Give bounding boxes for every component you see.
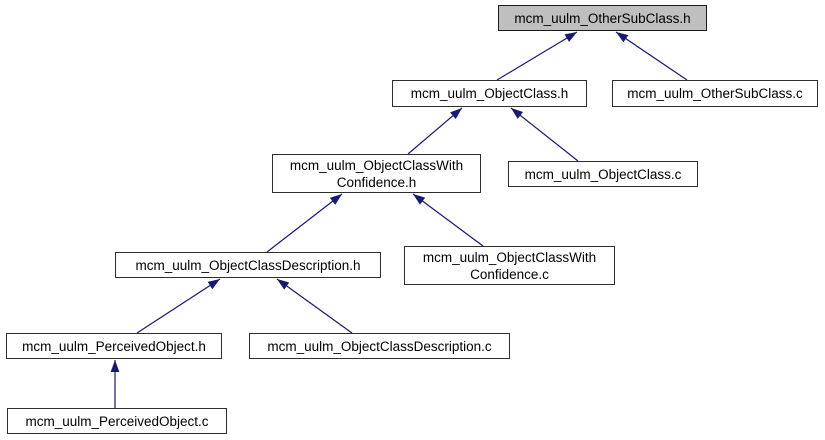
edge-objectclassdescription-c-to-objectclassdescription-h xyxy=(276,278,353,334)
node-label: mcm_uulm_ObjectClass.h xyxy=(410,86,569,101)
node-mcm-uulm-objectclass-h[interactable]: mcm_uulm_ObjectClass.h xyxy=(392,80,587,107)
edge-objectclass-h-to-othersubclass-h xyxy=(496,31,578,81)
edge-othersubclass-c-to-othersubclass-h xyxy=(615,31,688,81)
node-mcm-uulm-objectclasswithconfidence-c[interactable]: mcm_uulm_ObjectClassWith Confidence.c xyxy=(404,246,615,285)
node-label: mcm_uulm_OtherSubClass.h xyxy=(514,10,691,26)
node-mcm-uulm-objectclassdescription-h[interactable]: mcm_uulm_ObjectClassDescription.h xyxy=(115,252,381,278)
edge-objectclassdescription-h-to-objectclasswithconfidence-h xyxy=(266,193,343,253)
node-label: mcm_uulm_PerceivedObject.h xyxy=(22,338,206,354)
edge-objectclasswithconfidence-c-to-objectclasswithconfidence-h xyxy=(412,193,484,247)
node-mcm-uulm-othersubclass-h[interactable]: mcm_uulm_OtherSubClass.h xyxy=(498,5,707,31)
edge-objectclasswithconfidence-h-to-objectclass-h xyxy=(407,107,463,155)
node-label: mcm_uulm_ObjectClassWith Confidence.c xyxy=(422,249,597,282)
edge-objectclass-c-to-objectclass-h xyxy=(510,107,579,162)
node-mcm-uulm-objectclassdescription-c[interactable]: mcm_uulm_ObjectClassDescription.c xyxy=(249,333,510,359)
node-label: mcm_uulm_PerceivedObject.c xyxy=(25,413,209,429)
node-label: mcm_uulm_ObjectClassDescription.h xyxy=(135,257,361,273)
node-mcm-uulm-perceivedobject-h[interactable]: mcm_uulm_PerceivedObject.h xyxy=(6,333,222,359)
node-label: mcm_uulm_OtherSubClass.c xyxy=(627,86,803,101)
node-mcm-uulm-othersubclass-c[interactable]: mcm_uulm_OtherSubClass.c xyxy=(612,80,818,107)
node-label: mcm_uulm_ObjectClass.c xyxy=(524,166,682,182)
node-label: mcm_uulm_ObjectClassWith Confidence.h xyxy=(289,157,464,190)
edge-perceivedobject-h-to-objectclassdescription-h xyxy=(136,278,221,334)
node-mcm-uulm-perceivedobject-c[interactable]: mcm_uulm_PerceivedObject.c xyxy=(7,408,227,434)
node-mcm-uulm-objectclass-c[interactable]: mcm_uulm_ObjectClass.c xyxy=(508,161,698,187)
node-label: mcm_uulm_ObjectClassDescription.c xyxy=(267,338,492,354)
node-mcm-uulm-objectclasswithconfidence-h[interactable]: mcm_uulm_ObjectClassWith Confidence.h xyxy=(272,154,481,193)
